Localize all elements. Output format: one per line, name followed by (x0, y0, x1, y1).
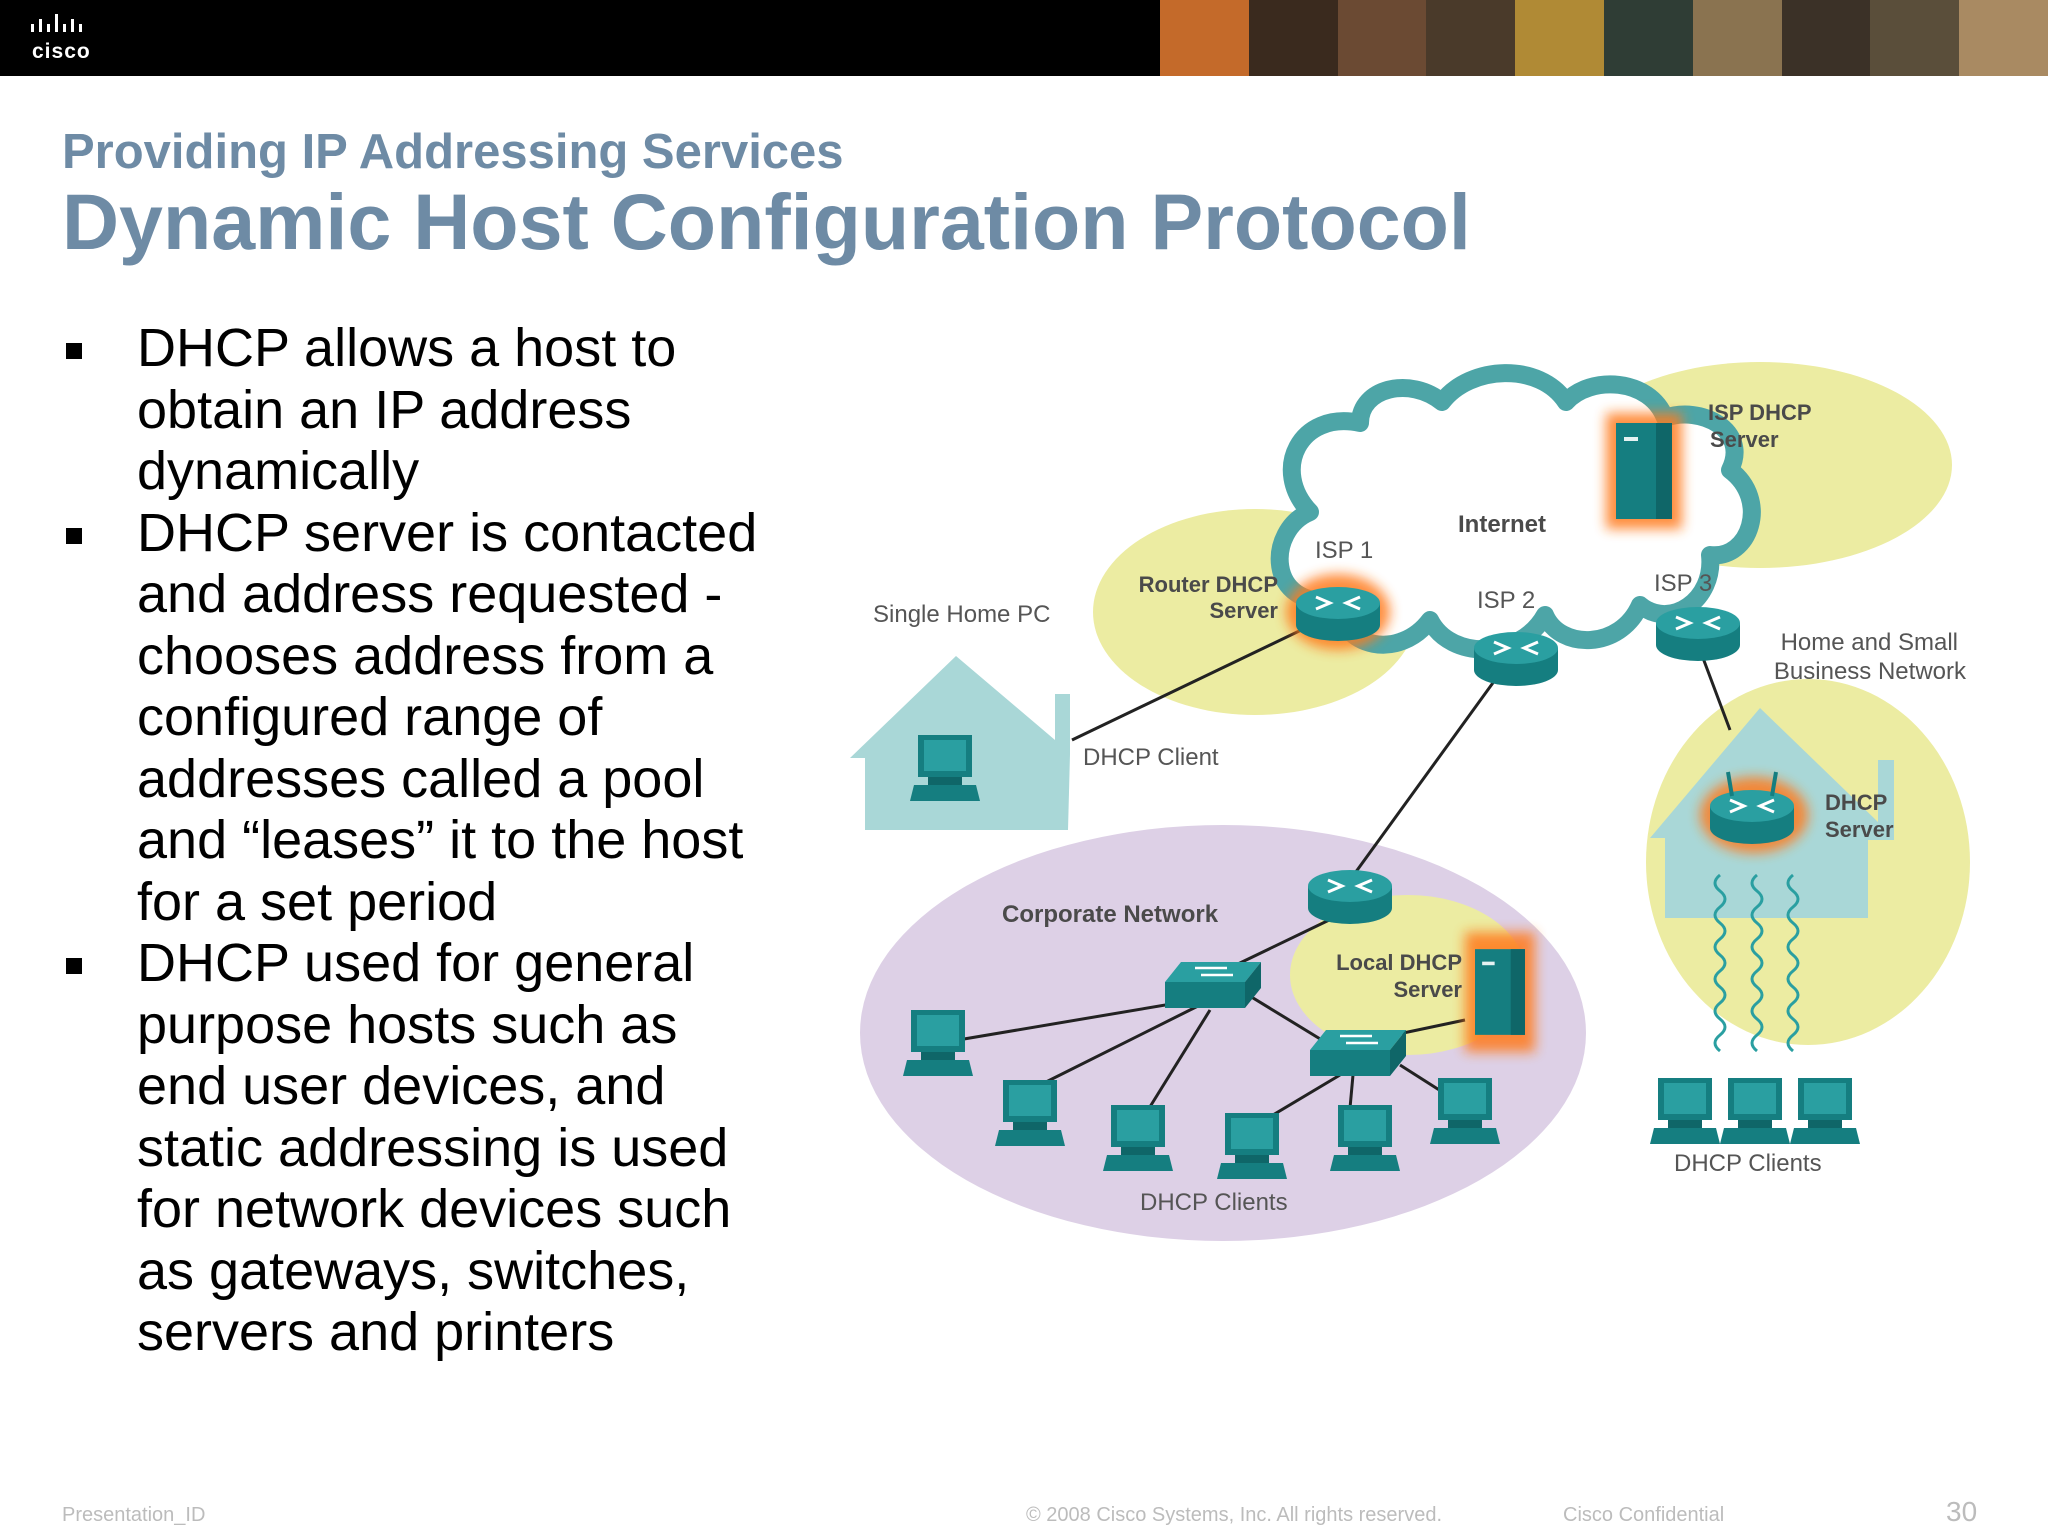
header-bar: cisco (0, 0, 2048, 76)
isp2-router-icon (1474, 630, 1558, 686)
home-dhcp-clients-label: DHCP Clients (1674, 1150, 1822, 1177)
bullet-item: DHCP server is contacted and address req… (62, 503, 762, 934)
dhcp-network-diagram: Internet ISP 1 ISP 2 ISP 3 ISP DHCP Serv… (850, 362, 1970, 1241)
isp2-label: ISP 2 (1477, 587, 1535, 614)
corporate-pc-icon (1430, 1078, 1500, 1144)
home-client-pc-icon (1720, 1078, 1790, 1144)
header-photo (1515, 0, 1604, 76)
header-photo (1781, 0, 1871, 76)
bullet-list: DHCP allows a host to obtain an IP addre… (62, 318, 762, 1364)
home-small-business-label-line1: Home and Small (1781, 629, 1958, 656)
bullet-item: DHCP used for general purpose hosts such… (62, 933, 762, 1364)
corporate-pc-icon (903, 1010, 973, 1076)
wireless-links (1713, 873, 1800, 1053)
header-photo (1160, 0, 1249, 76)
corporate-dhcp-clients-label: DHCP Clients (1140, 1189, 1288, 1216)
bullet-square-icon (66, 343, 82, 359)
router-dhcp-label-line1: Router DHCP (1139, 572, 1278, 597)
bullet-text: DHCP server is contacted and address req… (137, 502, 758, 932)
corporate-pc-icon (995, 1080, 1065, 1146)
bullet-text: DHCP used for general purpose hosts such… (137, 933, 732, 1362)
home-client-pc-icon (1790, 1078, 1860, 1144)
logo-text: cisco (32, 40, 91, 63)
isp3-router-icon (1656, 605, 1740, 661)
network-links (957, 620, 1732, 1120)
header-photo (1603, 0, 1693, 76)
home-small-business-label-line2: Business Network (1774, 658, 1967, 685)
isp-dhcp-label-line1: ISP DHCP (1708, 400, 1812, 425)
corporate-pc-icon (1103, 1105, 1173, 1171)
corporate-switch-icon (1165, 962, 1261, 1010)
home-client-pc-icon (1650, 1078, 1720, 1144)
bullet-item: DHCP allows a host to obtain an IP addre… (62, 318, 762, 503)
header-photo (1248, 0, 1338, 76)
isp-dhcp-label-line2: Server (1710, 427, 1779, 452)
corporate-router-icon (1308, 868, 1392, 924)
corporate-pc-icon (1330, 1105, 1400, 1171)
isp-dhcp-server-icon (1616, 423, 1672, 519)
home-dhcp-router-icon (1710, 788, 1794, 844)
page-number: 30 (1946, 1496, 1978, 1527)
cisco-bars-icon (31, 14, 82, 32)
header-photo (1337, 0, 1427, 76)
home-dhcp-label-line2: Server (1825, 817, 1894, 842)
antenna-icon (1726, 771, 1778, 797)
isp1-label: ISP 1 (1315, 537, 1373, 564)
bullet-square-icon (66, 527, 82, 544)
header-photo (1870, 0, 1960, 76)
photo-strip (1160, 0, 2048, 76)
local-dhcp-server-icon (1475, 949, 1525, 1035)
home-dhcp-label-line1: DHCP (1825, 790, 1887, 815)
isp3-label: ISP 3 (1654, 570, 1712, 597)
single-home-pc-label: Single Home PC (873, 601, 1050, 628)
slide-subtitle: Providing IP Addressing Services (62, 125, 844, 179)
internet-label: Internet (1458, 511, 1546, 538)
header-photo (1692, 0, 1782, 76)
local-dhcp-label-line1: Local DHCP (1336, 950, 1462, 975)
bullet-text: DHCP allows a host to obtain an IP addre… (137, 318, 677, 501)
dhcp-client-label: DHCP Client (1083, 744, 1219, 771)
copyright-notice: © 2008 Cisco Systems, Inc. All rights re… (1026, 1504, 1443, 1526)
corporate-pc-icon (1217, 1113, 1287, 1179)
presentation-id: Presentation_ID (62, 1504, 206, 1526)
corporate-network-label: Corporate Network (1002, 901, 1219, 928)
local-switch-icon (1310, 1030, 1406, 1078)
confidential-notice: Cisco Confidential (1563, 1504, 1725, 1526)
local-dhcp-label-line2: Server (1393, 977, 1462, 1002)
isp1-router-icon (1296, 585, 1380, 641)
router-dhcp-label-line2: Server (1209, 598, 1278, 623)
header-photo (1959, 0, 2048, 76)
bullet-square-icon (66, 958, 82, 974)
cisco-logo: cisco (30, 14, 120, 64)
slide-title: Dynamic Host Configuration Protocol (62, 177, 1471, 266)
header-photo (1426, 0, 1516, 76)
home-pc-icon (910, 735, 980, 801)
